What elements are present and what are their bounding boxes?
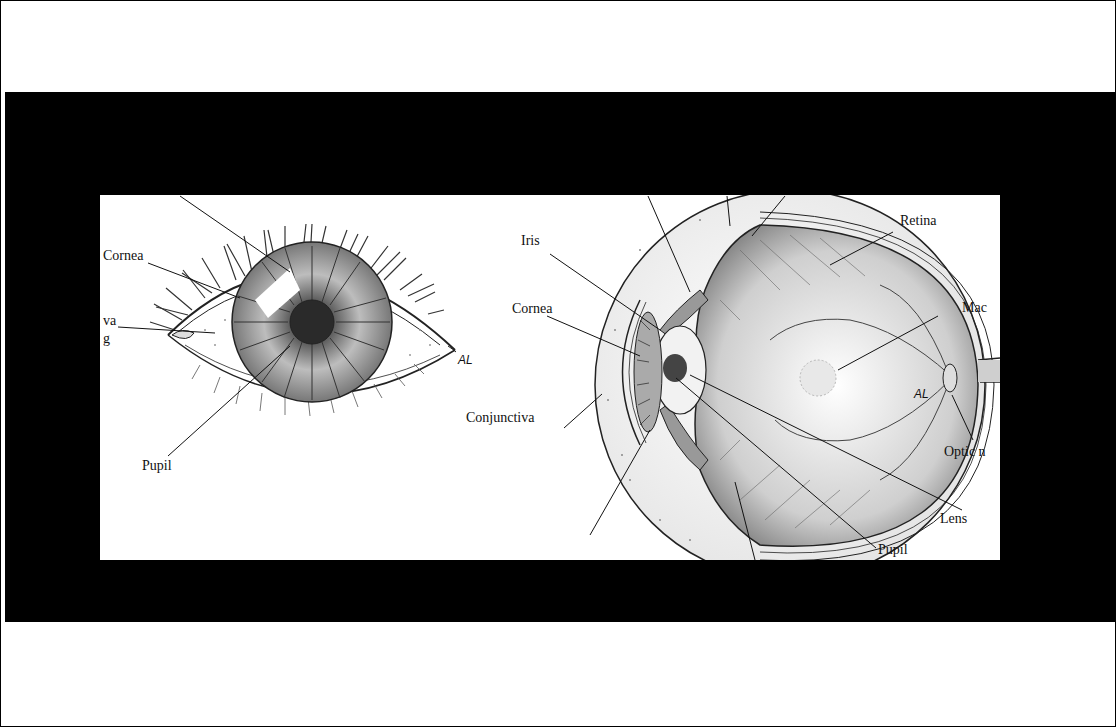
part-label: Optic n (944, 444, 986, 460)
part-label: Conjunctiva (466, 410, 534, 426)
part-label: Cornea (512, 301, 552, 317)
part-label: Iris (521, 233, 540, 249)
part-label: va (103, 313, 116, 329)
part-label: Pupil (878, 542, 908, 558)
part-label: Pupil (142, 458, 172, 474)
part-label: Mac (962, 300, 987, 316)
part-label: g (103, 331, 110, 347)
artist-initials: AL (914, 386, 929, 402)
part-label: Retina (900, 213, 937, 229)
artist-initials: AL (458, 352, 473, 368)
part-label: Lens (940, 511, 967, 527)
part-label: Cornea (103, 248, 143, 264)
